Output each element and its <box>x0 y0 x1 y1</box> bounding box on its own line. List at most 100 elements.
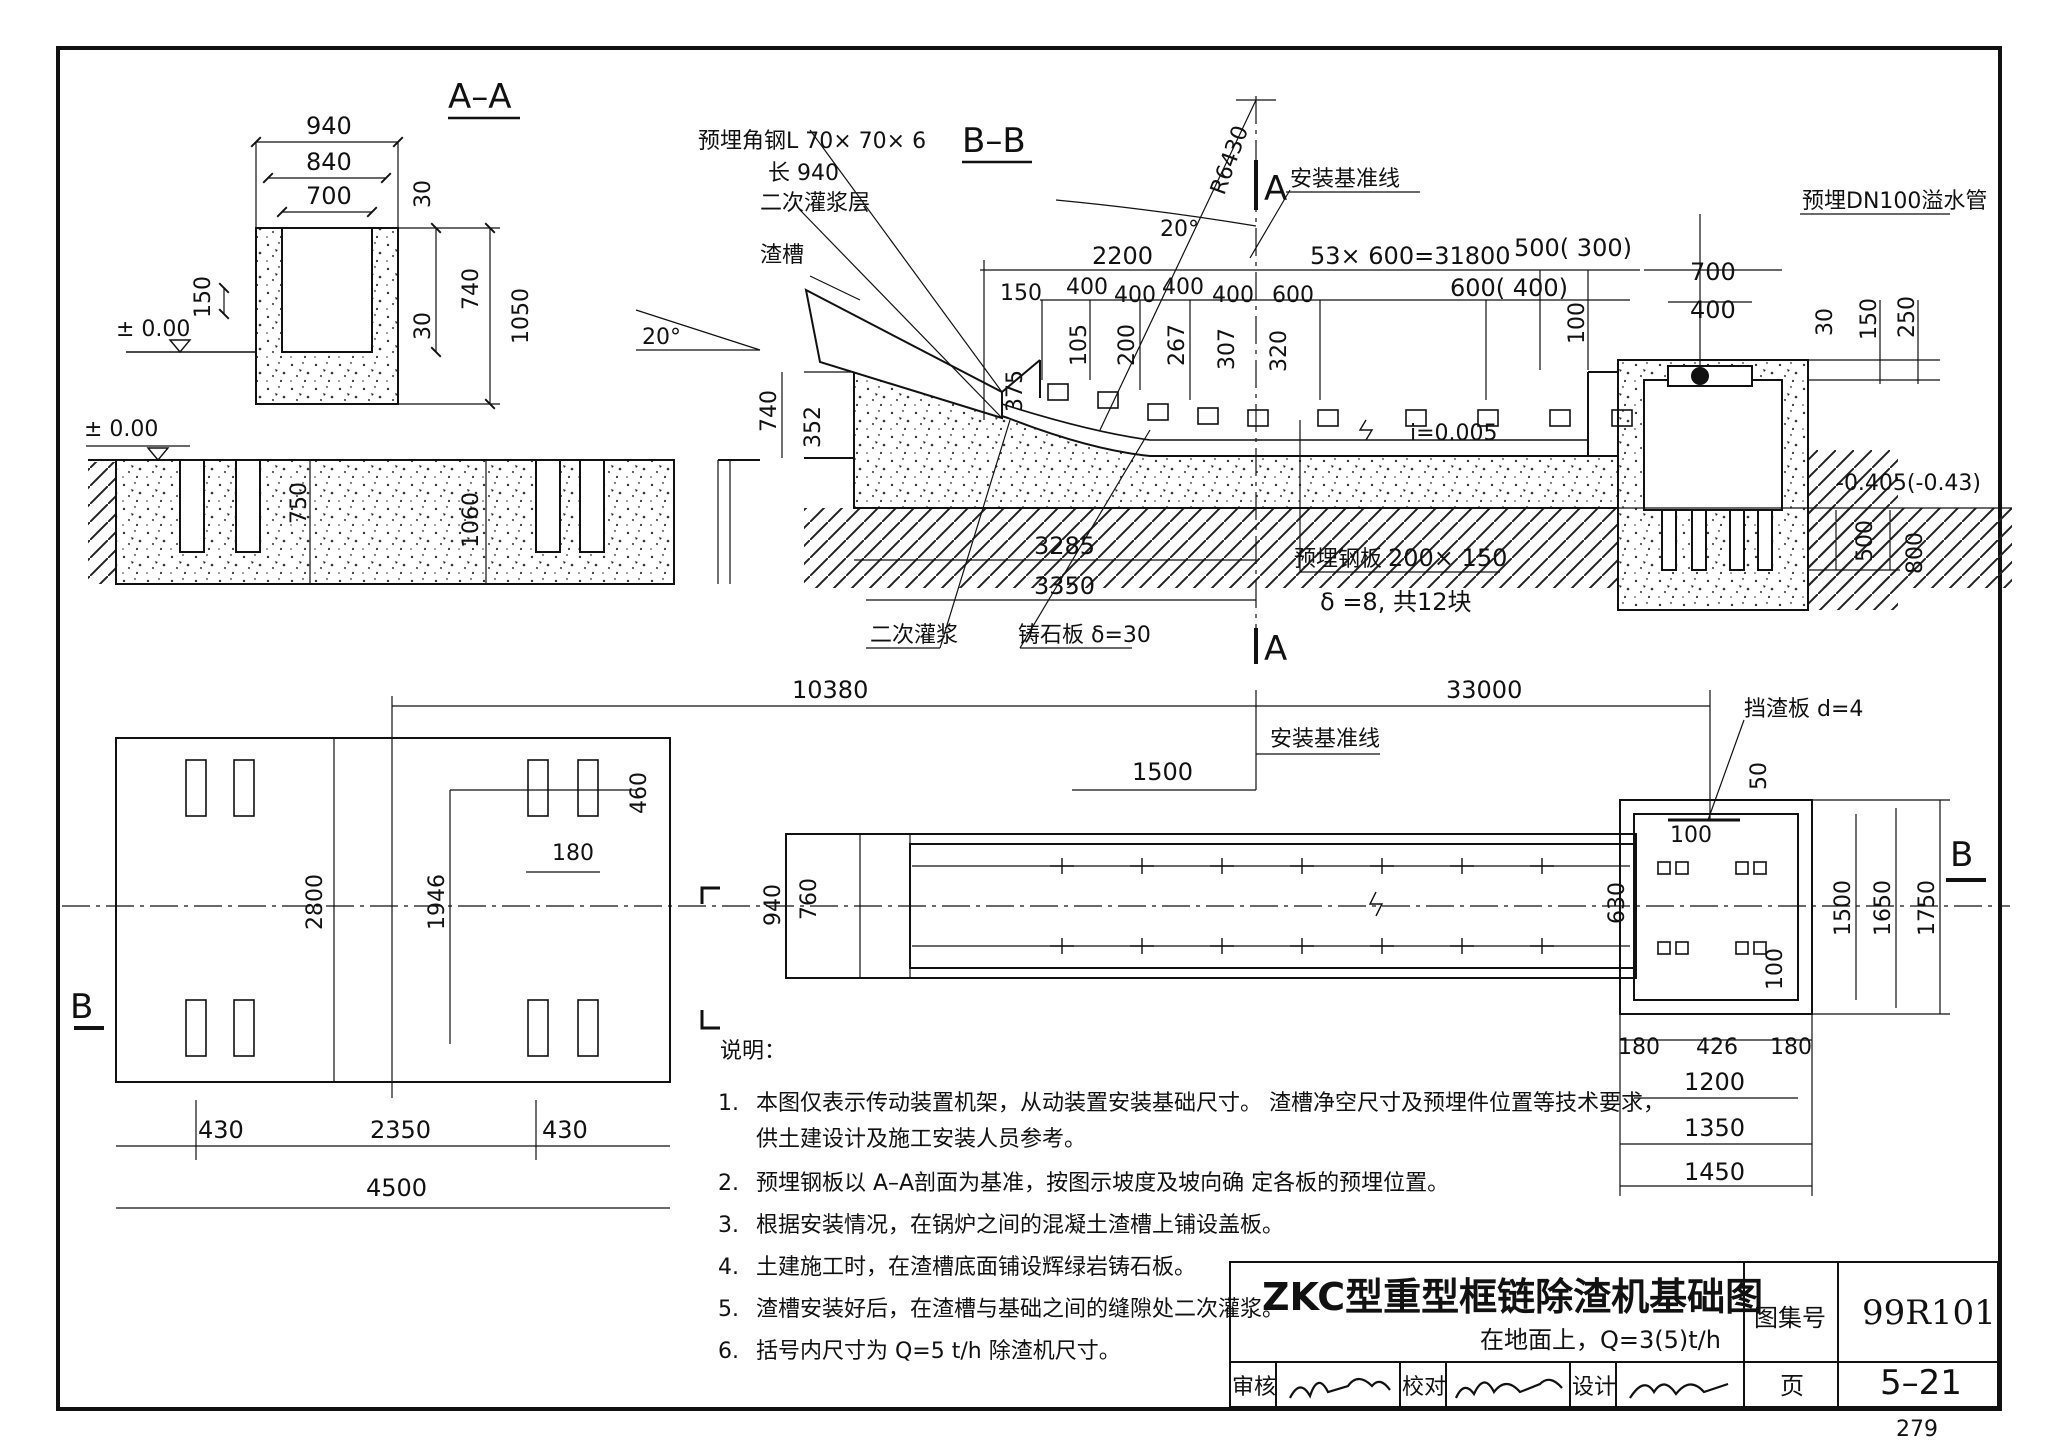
bb-dim-250: 250 <box>1895 296 1920 338</box>
plan-dim-1450: 1450 <box>1684 1158 1745 1186</box>
label-angle-20-arc: 20° <box>1160 217 1199 242</box>
section-b-mark-right: B <box>1950 835 1973 875</box>
reviewer-signature <box>1289 1377 1391 1399</box>
drawing-title: ZKC型重型框链除渣机基础图 <box>1262 1275 1763 1319</box>
checker-signature <box>1454 1378 1563 1399</box>
plan-dim-430b: 430 <box>542 1116 588 1144</box>
bb-dim-150b: 150 <box>1857 298 1882 340</box>
atlas-label: 图集号 <box>1754 1304 1826 1332</box>
note-3-text: 根据安装情况，在锅炉之间的混凝土渣槽上铺设盖板。 <box>756 1213 1284 1238</box>
bb-dim-400d: 400 <box>1212 283 1254 308</box>
atlas-number: 99R101 <box>1862 1293 1996 1333</box>
plan-dim-2800: 2800 <box>303 874 328 930</box>
plan-dim-940: 940 <box>761 884 786 926</box>
section-b-mark-left: B <box>70 987 93 1027</box>
plan-dim-1500b: 1500 <box>1831 880 1856 936</box>
plan-dim-4500: 4500 <box>366 1174 427 1202</box>
plan-dim-1750: 1750 <box>1915 880 1940 936</box>
note-1-num: 1. <box>718 1091 739 1116</box>
bb-dim-800: 800 <box>1903 532 1928 574</box>
note-1b-text: 供土建设计及施工安装人员参考。 <box>756 1127 1086 1152</box>
label-slag-trough: 渣槽 <box>760 243 804 268</box>
label-angle-length: 长 940 <box>768 161 839 186</box>
aa-dim-740: 740 <box>459 268 484 310</box>
note-4-num: 4. <box>718 1255 739 1280</box>
plan-dim-10380: 10380 <box>792 676 868 704</box>
embedded-plates <box>1047 383 1633 427</box>
note-6-num: 6. <box>718 1339 739 1364</box>
label-grout-layer: 二次灌浆层 <box>760 191 870 216</box>
note-2-text: 预埋钢板以 A–A剖面为基准，按图示坡度及坡向确 定各板的预埋位置。 <box>756 1171 1449 1196</box>
bb-dim-307: 307 <box>1215 328 1240 370</box>
trough-plan-plates <box>1050 858 1554 954</box>
bb-dim-105: 105 <box>1067 324 1092 366</box>
section-aa: A–A 940 840 700 30 150 30 740 1050 ± 0.0… <box>116 77 534 410</box>
aa-dim-150: 150 <box>191 276 216 318</box>
section-a-mark-bottom: A <box>1264 629 1287 669</box>
plan-dim-100a: 100 <box>1670 823 1712 848</box>
bb-dim-375: 375 <box>1003 370 1028 412</box>
bb-dim-700: 700 <box>1690 258 1736 286</box>
section-aa-title: A–A <box>448 77 512 117</box>
aa-dim-700: 700 <box>306 182 352 210</box>
frame-base-plate <box>115 737 671 1083</box>
check-label: 校对 <box>1402 1375 1446 1400</box>
plan-dim-1650: 1650 <box>1871 880 1896 936</box>
page-number: 5–21 <box>1880 1363 1962 1403</box>
label-elevation: -0.405(-0.43) <box>1836 471 1981 496</box>
plan-dim-100b: 100 <box>1763 948 1788 990</box>
plan-dim-2350: 2350 <box>370 1116 431 1144</box>
plan-dim-1500: 1500 <box>1132 758 1193 786</box>
section-bb: B–B A A <box>635 96 2012 669</box>
review-label: 审核 <box>1232 1375 1276 1400</box>
note-1-text: 本图仅表示传动装置机架，从动装置安装基础尺寸。 渣槽净空尺寸及预埋件位置等技术要… <box>756 1091 1665 1116</box>
design-label: 设计 <box>1572 1375 1616 1400</box>
plan-view: 10380 33000 2800 1946 460 180 430 2350 4… <box>62 676 2010 1209</box>
note-6-text: 括号内尺寸为 Q=5 t/h 除渣机尺寸。 <box>756 1339 1121 1364</box>
bb-dim-500b: 500 <box>1853 520 1878 562</box>
left-dim-1060: 1060 <box>459 492 484 548</box>
notes: 说明： 1. 本图仅表示传动装置机架，从动装置安装基础尺寸。 渣槽净空尺寸及预埋… <box>718 1039 1665 1364</box>
plan-dim-630: 630 <box>1605 882 1630 924</box>
aa-dim-940: 940 <box>306 112 352 140</box>
plan-dim-50: 50 <box>1747 762 1772 790</box>
bb-dim-600: 600 <box>1272 283 1314 308</box>
left-ground-section: ± 0.00 750 1060 <box>84 417 760 585</box>
bb-dim-267: 267 <box>1165 324 1190 366</box>
bb-dim-320: 320 <box>1267 330 1292 372</box>
label-angle-steel: 预埋角钢L 70× 70× 6 <box>698 129 926 154</box>
bb-dim-400b: 400 <box>1114 283 1156 308</box>
designer-signature <box>1629 1382 1729 1399</box>
drawing-subtitle: 在地面上，Q=3(5)t/h <box>1480 1326 1721 1354</box>
bb-dim-500-300: 500( 300) <box>1514 234 1632 262</box>
plan-dim-430a: 430 <box>198 1116 244 1144</box>
section-bb-title: B–B <box>962 121 1026 161</box>
bb-dim-53x600: 53× 600=31800 <box>1310 242 1511 270</box>
label-slope: i=0.005 <box>1410 421 1498 446</box>
plan-dim-1350: 1350 <box>1684 1114 1745 1142</box>
bb-dim-2200: 2200 <box>1092 242 1153 270</box>
bb-dim-400c: 400 <box>1162 275 1204 300</box>
frame-anchor-bolts <box>185 759 599 1057</box>
plan-dim-180b: 180 <box>1770 1035 1812 1060</box>
left-zero-label: ± 0.00 <box>84 417 158 442</box>
aa-dim-1050: 1050 <box>509 288 534 344</box>
aa-dim-30-top: 30 <box>411 180 436 208</box>
aa-dim-30-bot: 30 <box>411 312 436 340</box>
notes-heading: 说明： <box>720 1039 786 1064</box>
bb-dim-3350: 3350 <box>1034 572 1095 600</box>
plan-dim-426: 426 <box>1696 1035 1738 1060</box>
label-embedded-plate: 预埋钢板 <box>1294 547 1382 572</box>
page-label: 页 <box>1780 1372 1804 1400</box>
plan-dim-180: 180 <box>552 841 594 866</box>
plan-dim-1946: 1946 <box>425 874 450 930</box>
plan-dim-760: 760 <box>797 878 822 920</box>
label-cast-stone: 铸石板 δ=30 <box>1018 623 1151 648</box>
bb-dim-352: 352 <box>801 406 826 448</box>
aa-zero-label: ± 0.00 <box>116 317 190 342</box>
bb-dim-200: 200 <box>1115 324 1140 366</box>
label-overflow-pipe: 预埋DN100溢水管 <box>1802 189 1987 214</box>
bb-dim-740: 740 <box>757 390 782 432</box>
plan-baseline-label: 安装基准线 <box>1270 727 1380 752</box>
